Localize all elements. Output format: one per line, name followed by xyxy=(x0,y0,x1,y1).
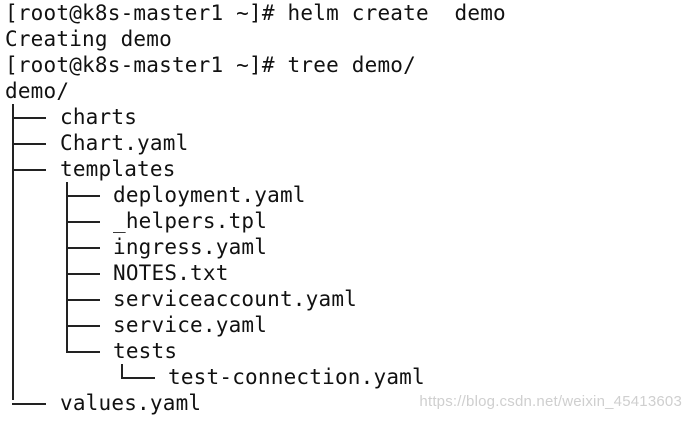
helm-create-command-line: [root@k8s-master1 ~]# helm create demo xyxy=(5,1,506,25)
tree-item-chart-yaml: Chart.yaml xyxy=(60,131,189,155)
tree-templates-vertical-connector xyxy=(66,182,68,352)
tree-branch-service xyxy=(66,325,100,327)
tree-branch-ingress xyxy=(66,247,100,249)
tree-item-charts: charts xyxy=(60,105,138,129)
watermark-url: https://blog.csdn.net/weixin_45413603 xyxy=(419,393,682,410)
tree-branch-charts xyxy=(12,117,46,119)
tree-item-service-yaml: service.yaml xyxy=(113,313,268,337)
tree-tests-vertical-connector xyxy=(121,364,123,378)
tree-item-test-connection-yaml: test-connection.yaml xyxy=(168,365,425,389)
tree-branch-helpers xyxy=(66,221,100,223)
tree-root-directory: demo/ xyxy=(5,79,70,103)
tree-item-helpers-tpl: _helpers.tpl xyxy=(113,209,268,233)
tree-item-ingress-yaml: ingress.yaml xyxy=(113,235,268,259)
tree-branch-templates xyxy=(12,169,46,171)
tree-branch-chart-yaml xyxy=(12,143,46,145)
tree-branch-test-connection xyxy=(121,377,155,379)
helm-create-output-line: Creating demo xyxy=(5,27,172,51)
tree-item-notes-txt: NOTES.txt xyxy=(113,261,229,285)
tree-item-tests: tests xyxy=(113,339,178,363)
tree-item-serviceaccount-yaml: serviceaccount.yaml xyxy=(113,287,358,311)
tree-command-line: [root@k8s-master1 ~]# tree demo/ xyxy=(5,53,416,77)
tree-item-deployment-yaml: deployment.yaml xyxy=(113,183,306,207)
tree-branch-values xyxy=(12,403,46,405)
tree-item-values-yaml: values.yaml xyxy=(60,391,202,415)
tree-branch-notes xyxy=(66,273,100,275)
tree-item-templates: templates xyxy=(60,157,176,181)
tree-branch-serviceaccount xyxy=(66,299,100,301)
tree-branch-tests xyxy=(66,351,100,353)
tree-branch-deployment xyxy=(66,195,100,197)
tree-root-vertical-connector xyxy=(12,104,14,400)
